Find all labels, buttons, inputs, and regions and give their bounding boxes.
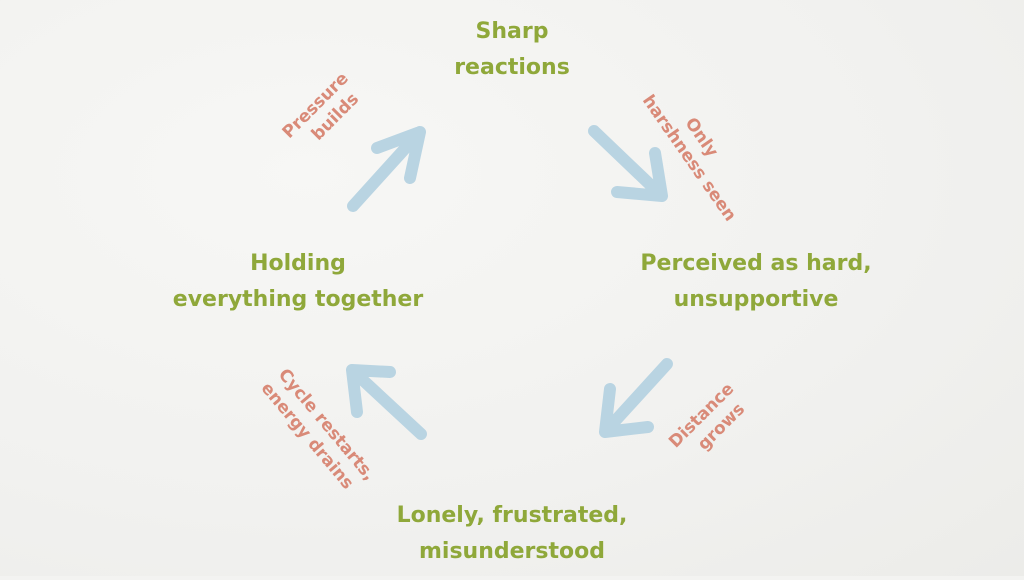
label-pressure-builds: Pressure builds [279,69,363,145]
svg-text:unsupportive: unsupportive [674,287,839,312]
svg-text:Perceived as hard,: Perceived as hard, [640,251,871,276]
svg-text:Sharp: Sharp [476,19,549,44]
arrow-up-left-icon [346,364,427,440]
node-lonely-frustrated: Lonely, frustrated, misunderstood [397,503,628,564]
label-distance-grows: Distance grows [665,379,749,454]
arrow-down-right-icon [588,125,668,202]
node-sharp-reactions: Sharp reactions [454,19,570,80]
node-holding-together: Holding everything together [173,251,424,312]
node-perceived-hard: Perceived as hard, unsupportive [640,251,871,312]
arrow-up-right-icon [347,126,426,212]
svg-text:Lonely, frustrated,: Lonely, frustrated, [397,503,628,528]
arrow-down-left-icon [599,358,673,438]
svg-text:Holding: Holding [250,251,346,276]
svg-text:everything together: everything together [173,287,424,312]
svg-text:reactions: reactions [454,55,570,80]
svg-text:misunderstood: misunderstood [419,539,605,564]
